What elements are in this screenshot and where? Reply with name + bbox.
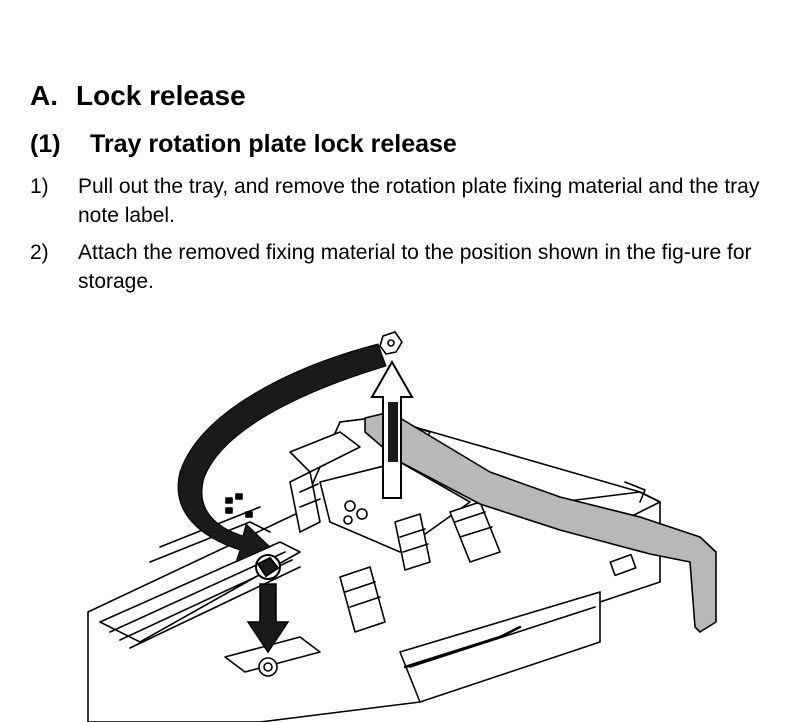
step-number: 2) bbox=[30, 241, 49, 264]
step-number: 1) bbox=[30, 175, 49, 198]
curved-arrow bbox=[177, 343, 387, 563]
step-text: Pull out the tray, and remove the rotati… bbox=[78, 175, 760, 227]
subsection-number: (1) bbox=[30, 130, 61, 158]
down-arrow bbox=[246, 583, 290, 654]
step-list: 1) Pull out the tray, and remove the rot… bbox=[30, 172, 790, 304]
tray-outline bbox=[87, 416, 661, 722]
fixing-material-top bbox=[379, 331, 403, 355]
section-heading: A. Lock release bbox=[30, 80, 246, 112]
subsection-heading: (1) Tray rotation plate lock release bbox=[30, 130, 457, 159]
fixing-material-stored bbox=[255, 554, 281, 580]
step-item: 1) Pull out the tray, and remove the rot… bbox=[30, 172, 790, 230]
tray-note-label bbox=[364, 411, 717, 633]
section-number: A. bbox=[30, 80, 58, 111]
tray-front-face bbox=[399, 591, 601, 703]
step-text: Attach the removed fixing material to th… bbox=[78, 241, 752, 293]
section-title: Lock release bbox=[76, 80, 246, 111]
subsection-title: Tray rotation plate lock release bbox=[90, 130, 457, 158]
tray-illustration bbox=[87, 331, 717, 722]
step-item: 2) Attach the removed fixing material to… bbox=[30, 238, 790, 296]
